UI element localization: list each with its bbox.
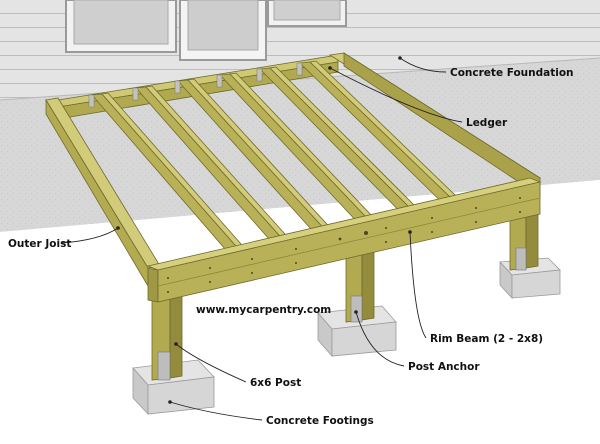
rim-beam-fasteners bbox=[167, 197, 521, 293]
label-outer-joist: Outer Joist bbox=[8, 238, 71, 250]
post-front-left bbox=[151, 279, 183, 381]
label-concrete-foundation: Concrete Foundation bbox=[450, 67, 574, 79]
leader-lines bbox=[61, 56, 463, 421]
label-post-anchor: Post Anchor bbox=[408, 361, 480, 373]
floor-joists bbox=[91, 60, 483, 265]
joist-hangers bbox=[88, 62, 303, 108]
label-ledger: Ledger bbox=[466, 117, 508, 129]
label-post: 6x6 Post bbox=[250, 377, 301, 389]
label-concrete-footings: Concrete Footings bbox=[266, 415, 374, 427]
footing-middle bbox=[317, 305, 397, 358]
house-windows bbox=[65, 0, 347, 61]
website-watermark: www.mycarpentry.com bbox=[196, 304, 331, 316]
outer-joist-right bbox=[328, 52, 542, 197]
label-rim-beam: Rim Beam (2 - 2x8) bbox=[430, 333, 543, 345]
rim-beam bbox=[146, 177, 542, 303]
house-wall bbox=[0, 0, 600, 100]
